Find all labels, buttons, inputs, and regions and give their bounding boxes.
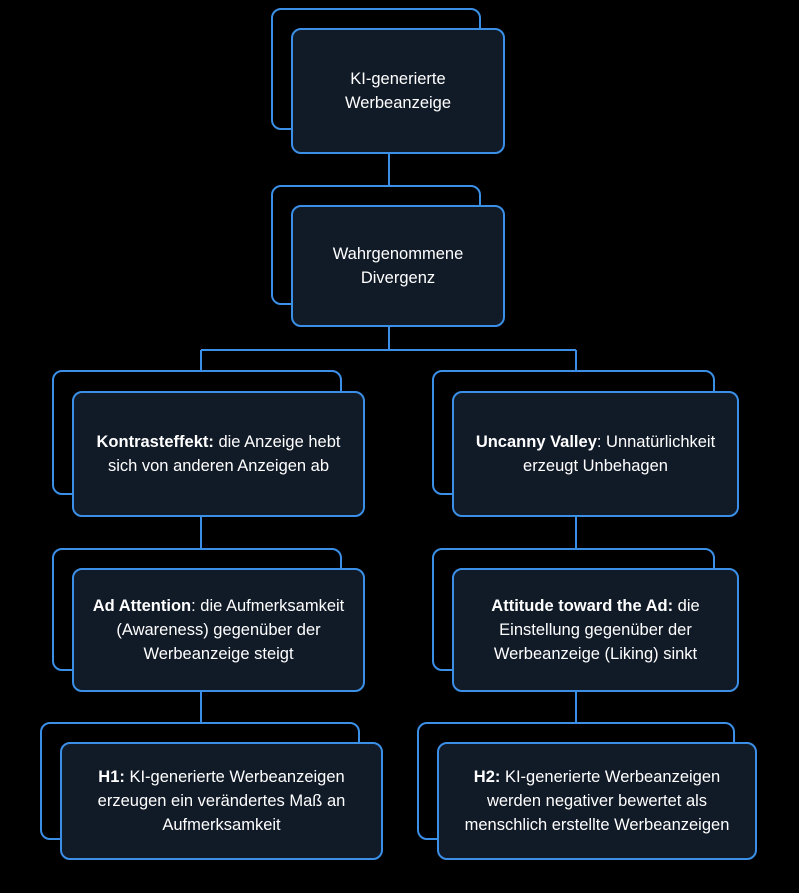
node-h1-body: KI-generierte Werbeanzeigen erzeugen ein… [97,768,346,834]
node-h1-bold: H1: [98,768,125,786]
node-attention-body: : die Aufmerksamkeit (Awareness) gegenüb… [116,597,345,663]
node-contrast-text: Kontrasteffekt: die Anzeige hebt sich vo… [86,430,351,478]
node-ki-ad-card: KI-generierte Werbeanzeige [291,28,505,154]
node-uncanny-bold: Uncanny Valley [475,433,597,451]
node-attention-bold: Ad Attention [92,597,192,615]
node-h2-body: KI-generierte Werbeanzeigen werden negat… [464,768,730,834]
node-attitude-bold: Attitude toward the Ad: [491,597,674,615]
node-uncanny-body: : Unnatürlichkeit erzeugt Unbehagen [523,433,716,475]
node-ki-ad-text: KI-generierte Werbeanzeige [305,67,491,115]
node-attitude-text: Attitude toward the Ad: die Einstellung … [466,594,725,666]
node-h2-text: H2: KI-generierte Werbeanzeigen werden n… [451,765,743,837]
node-attention-text: Ad Attention: die Aufmerksamkeit (Awaren… [86,594,351,666]
node-ki-ad-label: KI-generierte Werbeanzeige [344,70,452,112]
node-h1-card: H1: KI-generierte Werbeanzeigen erzeugen… [60,742,383,860]
node-h2-bold: H2: [473,768,501,786]
node-divergence-label: Wahrgenommene Divergenz [332,245,464,287]
node-uncanny-text: Uncanny Valley: Unnatürlichkeit erzeugt … [466,430,725,478]
node-divergence-text: Wahrgenommene Divergenz [305,242,491,290]
node-contrast-card: Kontrasteffekt: die Anzeige hebt sich vo… [72,391,365,517]
node-h1-text: H1: KI-generierte Werbeanzeigen erzeugen… [74,765,369,837]
node-attitude-card: Attitude toward the Ad: die Einstellung … [452,568,739,692]
node-h2-card: H2: KI-generierte Werbeanzeigen werden n… [437,742,757,860]
node-contrast-body: die Anzeige hebt sich von anderen Anzeig… [107,433,341,475]
node-attitude-body: die Einstellung gegenüber der Werbeanzei… [493,597,700,663]
node-uncanny-card: Uncanny Valley: Unnatürlichkeit erzeugt … [452,391,739,517]
node-divergence-card: Wahrgenommene Divergenz [291,205,505,327]
node-attention-card: Ad Attention: die Aufmerksamkeit (Awaren… [72,568,365,692]
node-contrast-bold: Kontrasteffekt: [96,433,214,451]
